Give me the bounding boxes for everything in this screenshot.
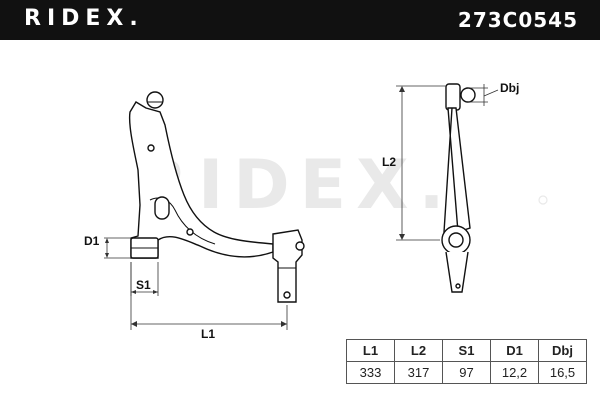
arm-slot [154, 196, 170, 220]
watermark-registered-mark [538, 195, 548, 205]
spec-header-dbj: Dbj [538, 339, 587, 362]
rear-bushing [272, 229, 303, 303]
spec-table-value-row: 333 317 97 12,2 16,5 [346, 361, 587, 384]
spec-value-s1: 97 [442, 361, 491, 384]
dimension-label-l2: L2 [382, 155, 396, 169]
dimension-label-d1: D1 [84, 234, 100, 248]
brand-logo: RIDEX. [24, 6, 144, 31]
spec-table-header-row: L1 L2 S1 D1 Dbj [346, 339, 587, 362]
spec-value-l1: 333 [346, 361, 395, 384]
dimension-label-s1: S1 [136, 278, 151, 292]
header-bar: RIDEX. 273C0545 [0, 0, 600, 40]
spec-table: L1 L2 S1 D1 Dbj 333 317 97 12,2 16,5 [346, 339, 587, 384]
control-arm-side-view [441, 83, 476, 293]
dimension-arrows [105, 86, 405, 327]
arm-body [128, 101, 274, 259]
spec-header-l2: L2 [394, 339, 443, 362]
dimension-label-l1: L1 [201, 327, 215, 341]
ball-joint-top [146, 91, 164, 109]
spec-value-l2: 317 [394, 361, 443, 384]
dimension-label-dbj: Dbj [500, 81, 519, 95]
spec-header-d1: D1 [490, 339, 539, 362]
control-arm-front-view [128, 91, 305, 303]
spec-header-s1: S1 [442, 339, 491, 362]
spec-value-dbj: 16,5 [538, 361, 587, 384]
technical-drawing: RIDEX. [84, 81, 548, 341]
ball-joint-side [460, 87, 476, 103]
spec-value-d1: 12,2 [490, 361, 539, 384]
part-number: 273C0545 [457, 8, 578, 32]
spec-header-l1: L1 [346, 339, 395, 362]
